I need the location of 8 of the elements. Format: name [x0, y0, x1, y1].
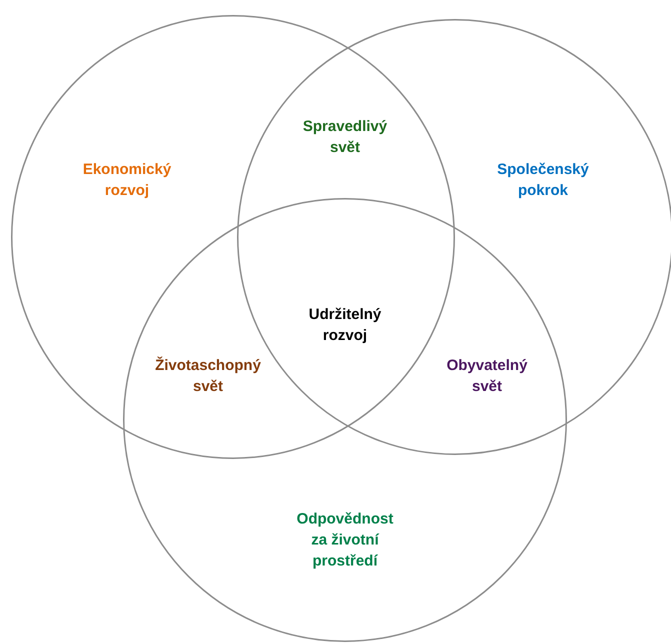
region-label: Obyvatelný svět: [446, 356, 528, 397]
region-label: Spravedlivý svět: [302, 117, 388, 158]
region-label: Udržitelný rozvoj: [308, 305, 382, 346]
circle-label: Společenský pokrok: [496, 160, 590, 201]
circle-label: Odpovědnost za životní prostředí: [296, 510, 394, 572]
venn-circle: [123, 198, 567, 642]
region-label: Životaschopný svět: [154, 356, 262, 397]
circle-label: Ekonomický rozvoj: [82, 160, 172, 201]
